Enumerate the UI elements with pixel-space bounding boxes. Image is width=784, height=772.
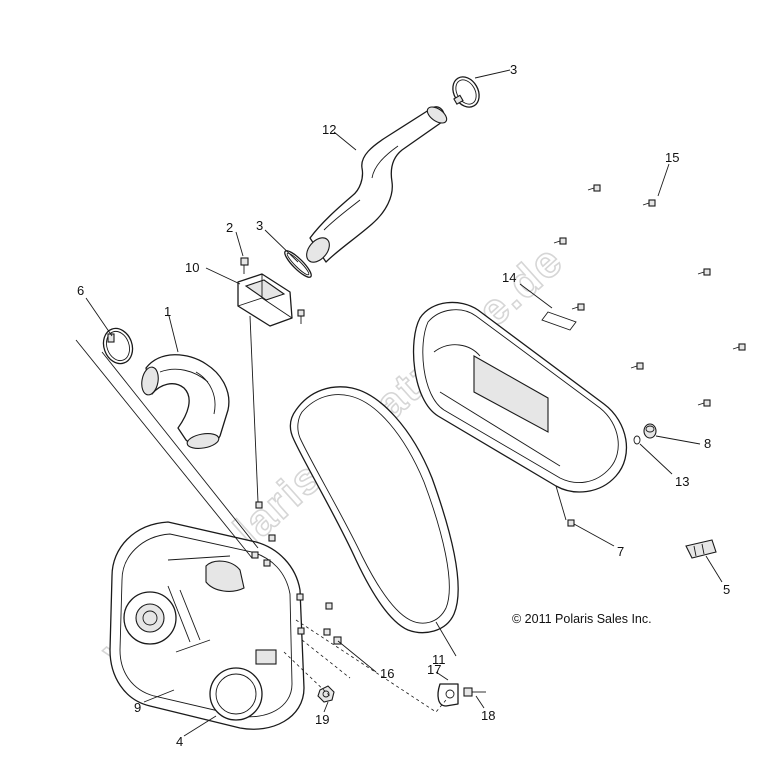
intake-adapter [237,273,305,327]
callout-14: 14 [502,270,516,285]
nut-part-19 [317,685,335,703]
copyright-text: © 2011 Polaris Sales Inc. [512,612,652,626]
plug-part-8 [643,423,657,439]
callout-1: 1 [164,304,171,319]
screw-part-2 [240,257,249,274]
callout-labels: 1 2 3 3 4 5 6 7 8 9 10 11 12 13 14 15 16… [77,62,730,749]
callout-12: 12 [322,122,336,137]
callout-3-upper: 3 [510,62,517,77]
drive-belt [289,386,459,634]
hose-clamp-upper [452,76,480,108]
bracket-part-17 [437,683,459,707]
hose-clamp-lower [284,250,312,278]
leader-lines [75,69,723,737]
bolt-part-18 [463,687,486,697]
callout-16: 16 [380,666,394,681]
inlet-elbow-duct [141,354,230,449]
callout-18: 18 [481,708,495,723]
o-ring-part-13 [633,435,641,445]
callout-19: 19 [315,712,329,727]
callout-6: 6 [77,283,84,298]
clutch-cover-inner [109,521,305,730]
callout-17: 17 [427,662,441,677]
gasket-part-14 [541,311,577,331]
screws-part-15 [553,184,746,407]
clutch-cover-outer [412,301,628,527]
callout-3-lower: 3 [256,218,263,233]
callout-11: 11 [432,652,446,667]
callout-10: 10 [185,260,199,275]
callout-4: 4 [176,734,183,749]
callout-2: 2 [226,220,233,235]
hose-clamp-left [102,327,134,365]
callout-8: 8 [704,436,711,451]
callout-15: 15 [665,150,679,165]
callout-9: 9 [134,700,141,715]
bolts-left-cover [251,501,342,645]
callout-13: 13 [675,474,689,489]
clip-part-5 [685,539,717,559]
callout-7: 7 [617,544,624,559]
intake-duct-upper [306,106,448,263]
callout-5: 5 [723,582,730,597]
